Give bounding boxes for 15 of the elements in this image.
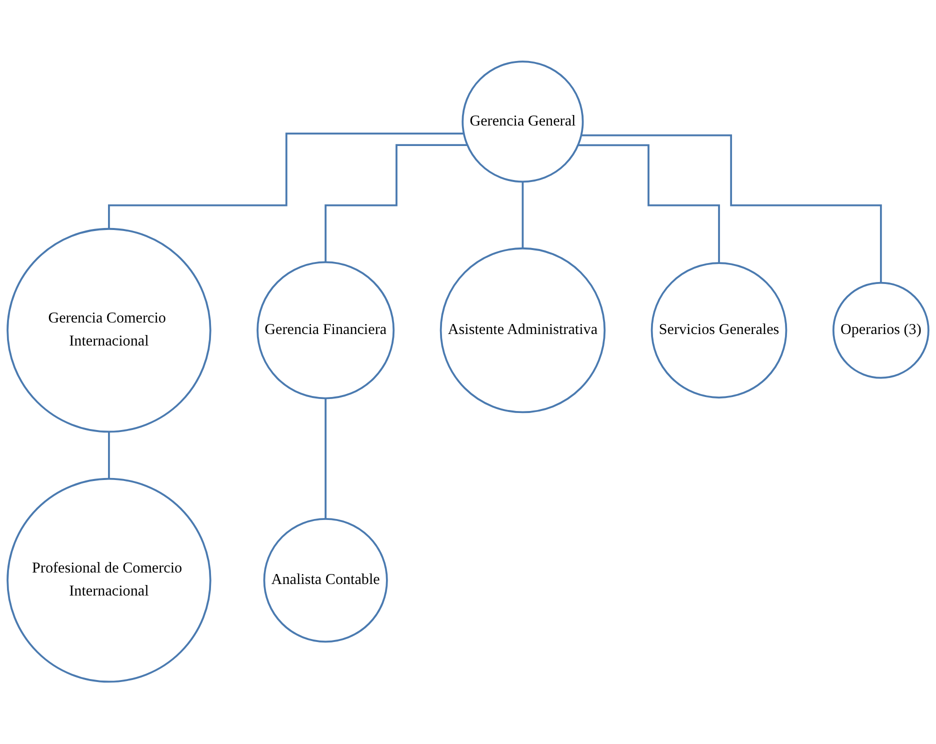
connector	[581, 134, 882, 284]
connector	[324, 144, 468, 264]
connector	[578, 144, 720, 264]
node-circle: Servicios Generales	[650, 262, 788, 399]
connector	[522, 181, 524, 250]
node-circle: Asistente Administrativa	[440, 248, 606, 414]
node-circle: Gerencia Financiera	[256, 262, 395, 400]
connector	[108, 431, 110, 480]
node-circle: Analista Contable	[263, 518, 388, 643]
connector	[108, 132, 464, 230]
node-circle: Operarios (3)	[832, 282, 930, 380]
node-circle: Gerencia Comercio Internacional	[6, 228, 212, 434]
node-circle: Profesional de Comercio Internacional	[6, 478, 212, 683]
connector	[324, 398, 327, 520]
node-circle: Gerencia General	[462, 60, 584, 184]
